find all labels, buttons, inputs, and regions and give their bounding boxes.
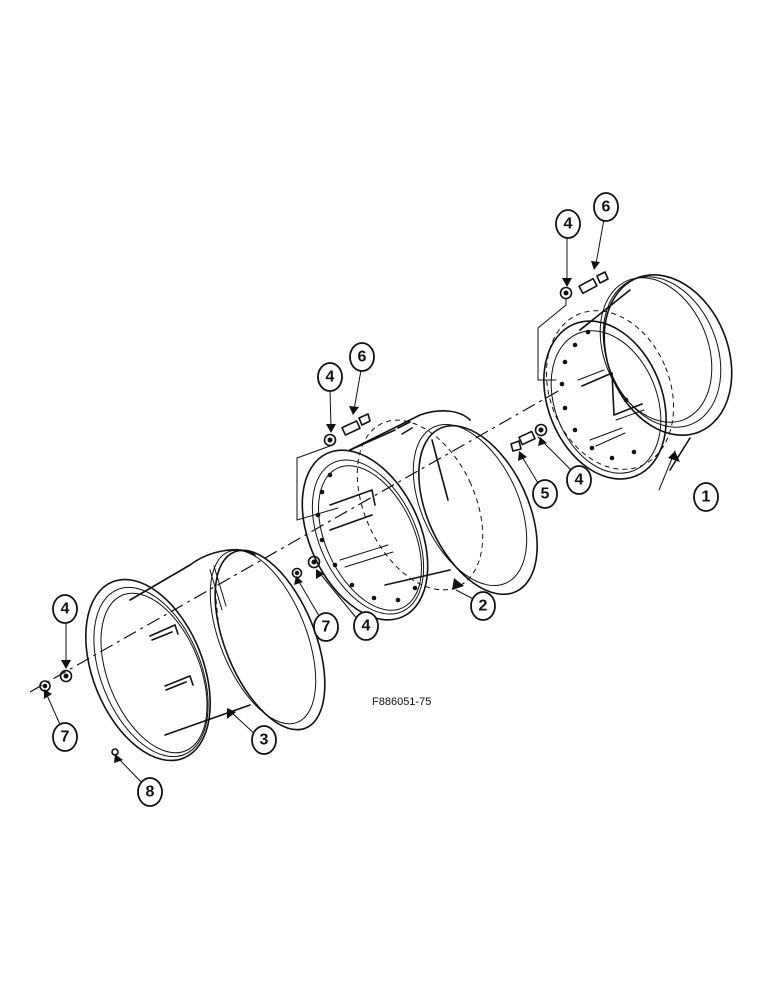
callout-8-label: 8 <box>146 784 155 801</box>
callout-7-label: 7 <box>61 729 70 746</box>
callout-6-top-right: 6 <box>593 192 619 222</box>
wheel-rim-3 <box>85 549 326 762</box>
callout-1: 1 <box>693 482 719 512</box>
callout-4-label: 4 <box>362 618 371 635</box>
middle-right-fasteners <box>510 423 548 452</box>
callout-6-label: 6 <box>358 349 367 366</box>
leader-lines <box>44 218 680 785</box>
callout-4-label: 4 <box>61 601 70 618</box>
callout-2-label: 2 <box>479 598 488 615</box>
callout-6-label: 6 <box>602 199 611 216</box>
callout-4-middle-top: 4 <box>317 362 343 392</box>
callout-5: 5 <box>532 479 558 509</box>
callout-3-label: 3 <box>260 732 269 749</box>
wheel-rim-1 <box>543 274 733 480</box>
center-axis-line <box>29 389 561 693</box>
callout-4-label: 4 <box>326 369 335 386</box>
callout-4-right: 4 <box>566 465 592 495</box>
callout-7-left: 7 <box>52 722 78 752</box>
callout-1-label: 1 <box>702 489 711 506</box>
callout-4-middle-bottom: 4 <box>353 611 379 641</box>
upper-right-fasteners <box>537 271 609 381</box>
callout-7-label: 7 <box>322 619 331 636</box>
figure-code: F886051-75 <box>372 696 431 708</box>
callout-2: 2 <box>470 591 496 621</box>
middle-upper-fasteners <box>296 413 371 521</box>
callout-7-middle: 7 <box>313 612 339 642</box>
callout-5-label: 5 <box>541 486 550 503</box>
callout-8: 8 <box>137 777 163 807</box>
left-fasteners <box>39 669 73 692</box>
callout-4-label: 4 <box>575 472 584 489</box>
wheel-rim-2 <box>301 410 538 621</box>
callout-4-label: 4 <box>564 216 573 233</box>
callout-3: 3 <box>251 725 277 755</box>
callout-4-left: 4 <box>52 594 78 624</box>
callout-4-top-right: 4 <box>555 209 581 239</box>
callout-6-middle: 6 <box>349 342 375 372</box>
